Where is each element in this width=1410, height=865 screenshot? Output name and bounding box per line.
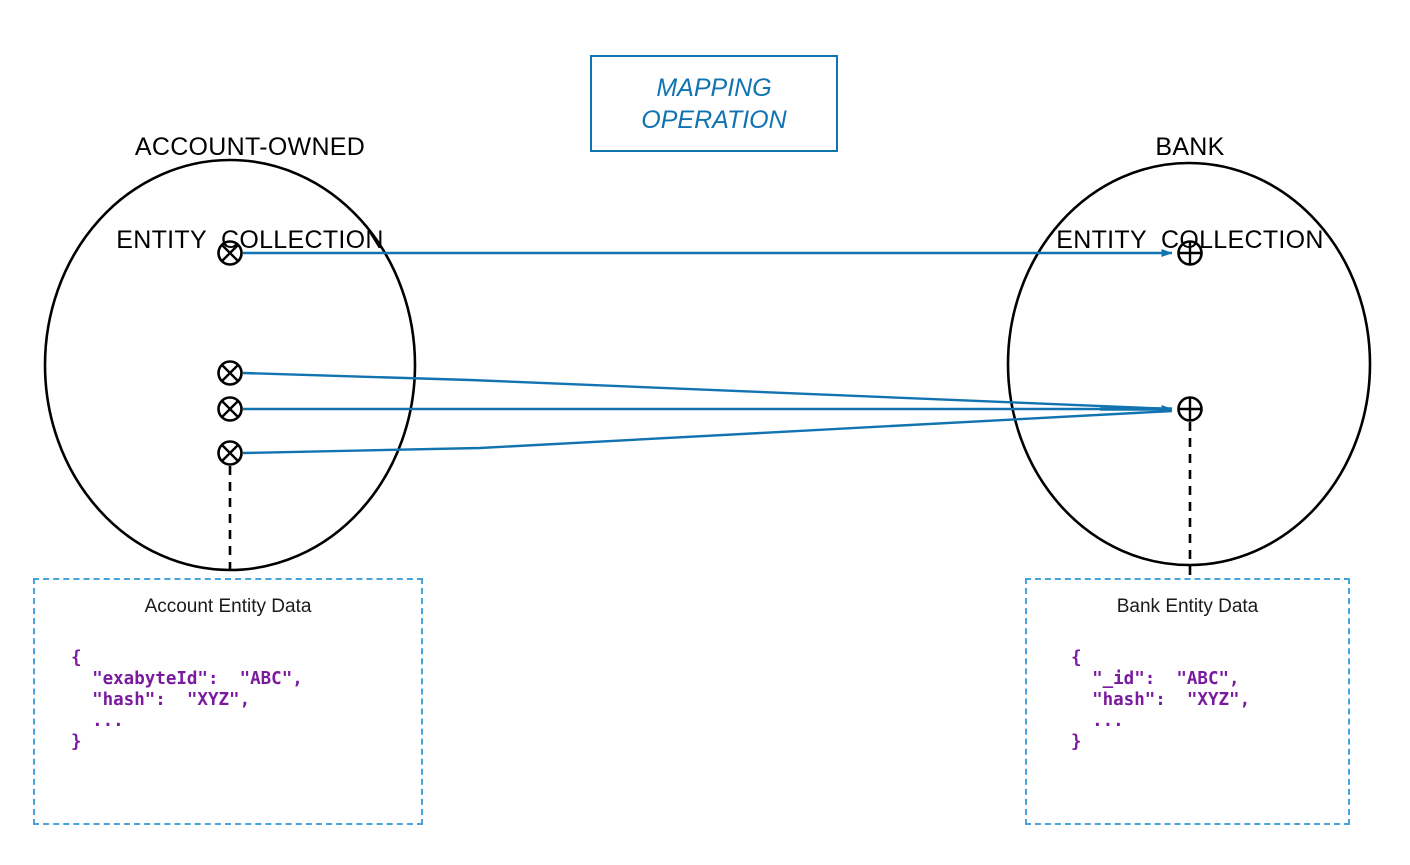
bank-node-2[interactable] — [1177, 396, 1203, 422]
mapping-line-2 — [242, 371, 1173, 411]
mapping-operation-box[interactable]: MAPPING OPERATION — [590, 55, 838, 152]
mapping-operation-line1: MAPPING — [656, 73, 772, 102]
account-entity-data-panel: Account Entity Data { "exabyteId": "ABC"… — [33, 578, 423, 825]
mapping-line-4 — [242, 409, 1173, 455]
bank-collection-title: BANK ENTITY COLLECTION — [1000, 70, 1380, 318]
account-node-3[interactable] — [217, 396, 243, 422]
account-node-1[interactable] — [217, 240, 243, 266]
account-collection-title-line1: ACCOUNT-OWNED — [134, 133, 366, 161]
bank-entity-data-title: Bank Entity Data — [1116, 596, 1259, 617]
account-entity-data-title: Account Entity Data — [144, 596, 312, 617]
bank-collection-title-line1: BANK — [1155, 133, 1225, 161]
bank-entity-json: { "_id": "ABC", "hash": "XYZ", ... } — [1071, 648, 1251, 752]
bank-node-1[interactable] — [1177, 240, 1203, 266]
mapping-operation-line2: OPERATION — [641, 105, 787, 134]
bank-entity-data-panel: Bank Entity Data { "_id": "ABC", "hash":… — [1025, 578, 1350, 825]
bank-collection-title-line2: ENTITY COLLECTION — [1056, 226, 1324, 254]
account-entity-json: { "exabyteId": "ABC", "hash": "XYZ", ...… — [71, 648, 303, 752]
account-collection-title: ACCOUNT-OWNED ENTITY COLLECTION — [40, 70, 460, 318]
account-collection-title-line2: ENTITY COLLECTION — [116, 226, 384, 254]
bank-collection-ellipse — [1006, 161, 1372, 567]
account-node-2[interactable] — [217, 360, 243, 386]
account-node-4[interactable] — [217, 440, 243, 466]
